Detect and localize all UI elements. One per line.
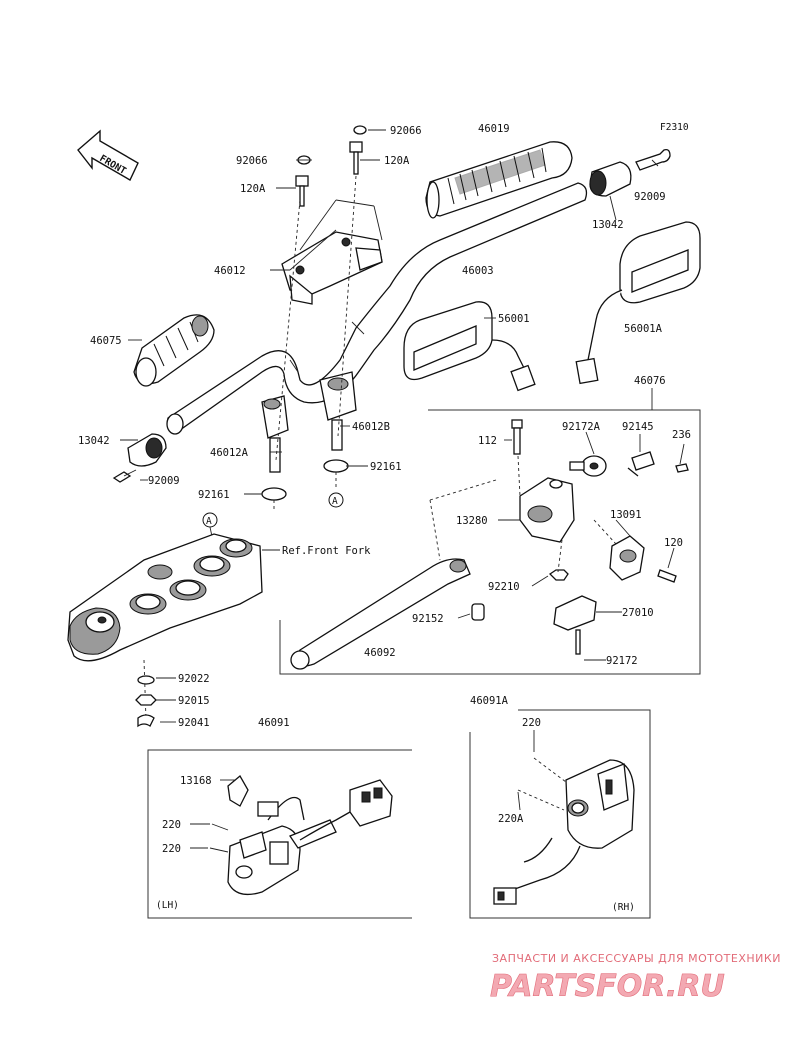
brake-switch (553, 595, 597, 655)
bolt-icon (511, 419, 523, 455)
watermark-brand: PARTSFOR.RU (490, 969, 725, 1004)
lh-label: (LH) (156, 900, 179, 911)
callout-220A: 220A (498, 813, 524, 825)
svg-text:A: A (332, 496, 338, 507)
callout-120A: 120A (240, 183, 266, 195)
screw-icon (675, 463, 689, 473)
lh-connector (299, 779, 393, 841)
callout-92210: 92210 (488, 581, 520, 593)
rh-switch-housing (565, 759, 635, 849)
adjuster-icon (569, 455, 607, 477)
callout-92161: 92161 (198, 489, 230, 501)
lower-holder-a (261, 395, 289, 473)
choke-lever (227, 775, 249, 807)
callout-46003: 46003 (462, 265, 494, 277)
bolt-icon (295, 141, 363, 207)
left-mirror (403, 301, 536, 392)
callout-92172A: 92172A (562, 421, 601, 433)
nut-icon (548, 569, 569, 581)
callout-46075: 46075 (90, 335, 122, 347)
bar-end-weight-right (589, 161, 632, 197)
watermark-tagline: ЗАПЧАСТИ И АКСЕССУАРЫ ДЛЯ МОТОТЕХНИКИ (492, 952, 781, 965)
ref-front-fork: Ref.Front Fork (282, 545, 371, 557)
right-mirror (575, 221, 701, 385)
callout-112: 112 (478, 435, 497, 447)
svg-text:A: A (206, 516, 212, 527)
left-grip (133, 314, 215, 387)
front-arrow-icon: FRONT (77, 129, 139, 181)
callout-46076: 46076 (634, 375, 666, 387)
master-cylinder-bracket (519, 477, 575, 543)
callout-92066: 92066 (390, 125, 422, 137)
rh-label: (RH) (612, 902, 635, 913)
callout-46012A: 46012A (210, 447, 249, 459)
callout-27010: 27010 (622, 607, 654, 619)
callout-220: 220 (162, 819, 181, 831)
callout-92009: 92009 (148, 475, 180, 487)
callout-92066: 92066 (236, 155, 268, 167)
callout-92145: 92145 (622, 421, 654, 433)
rubber-damper (323, 459, 349, 473)
handlebar (166, 182, 588, 435)
lh-switch-box (147, 749, 412, 919)
pivot-collar (471, 603, 485, 621)
callout-92009: 92009 (634, 191, 666, 203)
pin-icon (627, 451, 655, 477)
watermark: ЗАПЧАСТИ И АКСЕССУАРЫ ДЛЯ МОТОТЕХНИКИ PA… (490, 952, 781, 1004)
callout-92161: 92161 (370, 461, 402, 473)
callout-220: 220 (522, 717, 541, 729)
screw-icon (112, 469, 137, 483)
lh-switch-housing (227, 819, 337, 896)
callout-46091: 46091 (258, 717, 290, 729)
rubber-damper (261, 487, 287, 501)
callout-92041: 92041 (178, 717, 210, 729)
callout-13091: 13091 (610, 509, 642, 521)
callout-13280: 13280 (456, 515, 488, 527)
brake-lever-box (279, 409, 701, 675)
cotter-pin-icon (137, 714, 155, 728)
nut-icon (135, 694, 157, 706)
callout-13042: 13042 (592, 219, 624, 231)
rh-switch-box (469, 709, 651, 919)
callout-13168: 13168 (180, 775, 212, 787)
callout-46012: 46012 (214, 265, 246, 277)
callout-13042: 13042 (78, 435, 110, 447)
callout-92015: 92015 (178, 695, 210, 707)
callout-220: 220 (162, 843, 181, 855)
diagram-code: F2310 (660, 122, 689, 133)
callout-92022: 92022 (178, 673, 210, 685)
right-grip (425, 141, 573, 219)
rh-wire-harness (493, 837, 581, 905)
washer-icon (353, 125, 367, 135)
callout-56001: 56001 (498, 313, 530, 325)
upper-holder (281, 231, 383, 305)
lower-holder-b (319, 371, 357, 451)
marker-a: A (328, 492, 344, 508)
triple-clamp (67, 533, 263, 662)
callout-236: 236 (672, 429, 691, 441)
brake-lever (290, 558, 471, 670)
callout-92172: 92172 (606, 655, 638, 667)
bolt-icon (657, 569, 677, 583)
screw-icon (635, 148, 671, 171)
marker-a: A (202, 512, 218, 528)
bar-end-weight-left (127, 433, 167, 467)
callout-46012B: 46012B (352, 421, 390, 433)
callout-46019: 46019 (478, 123, 510, 135)
washer-icon (137, 675, 155, 685)
callout-120: 120 (664, 537, 683, 549)
lh-wire-harness (257, 796, 305, 821)
callout-120A: 120A (384, 155, 410, 167)
callout-46092: 46092 (364, 647, 396, 659)
callout-56001A: 56001A (624, 323, 663, 335)
callout-46091A: 46091A (470, 695, 509, 707)
callout-92152: 92152 (412, 613, 444, 625)
